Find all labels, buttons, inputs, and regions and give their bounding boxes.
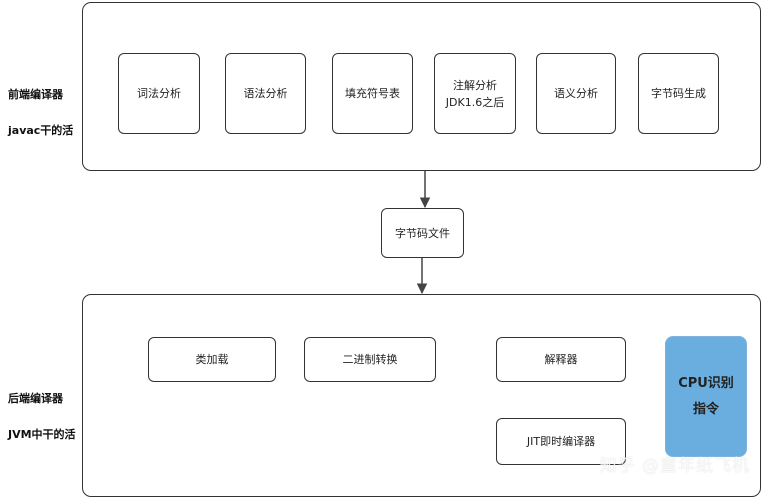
node-jit-compiler: JIT即时编译器: [496, 418, 626, 465]
node-binary-conversion-label: 二进制转换: [342, 353, 398, 366]
node-syntax-analysis: 语法分析: [225, 53, 306, 134]
node-annotation-label-line1: 注解分析: [453, 78, 497, 92]
node-symbol-table: 填充符号表: [332, 53, 413, 134]
node-interpreter-label: 解释器: [544, 353, 578, 366]
frontend-label-line2: javac干的活: [8, 124, 74, 137]
node-binary-conversion: 二进制转换: [304, 337, 436, 382]
frontend-label: 前端编译器 javac干的活: [8, 68, 73, 158]
node-jit-compiler-label: JIT即时编译器: [526, 435, 596, 448]
node-cpu-label-line2: 指令: [692, 401, 719, 417]
backend-label-line1: 后端编译器: [8, 392, 63, 405]
node-class-loading: 类加载: [148, 337, 276, 382]
node-cpu-label-line1: CPU识别: [678, 375, 734, 391]
node-semantic-analysis: 语义分析: [536, 53, 616, 134]
backend-label: 后端编译器 JVM中干的活: [8, 372, 76, 462]
node-bytecode-file-label: 字节码文件: [395, 226, 450, 240]
node-annotation-analysis: 注解分析 JDK1.6之后: [434, 53, 516, 134]
node-lexical-analysis-label: 词法分析: [137, 87, 181, 100]
node-annotation-label-line2: JDK1.6之后: [445, 95, 505, 109]
node-semantic-analysis-label: 语义分析: [554, 87, 598, 100]
node-cpu-instructions: CPU识别 指令: [665, 336, 747, 457]
node-bytecode-generation: 字节码生成: [638, 53, 719, 134]
node-interpreter: 解释器: [496, 337, 626, 382]
frontend-label-line1: 前端编译器: [8, 88, 63, 101]
node-lexical-analysis: 词法分析: [118, 53, 200, 134]
node-syntax-analysis-label: 语法分析: [243, 87, 288, 100]
backend-group: [82, 294, 761, 497]
node-bytecode-file: 字节码文件: [381, 208, 464, 258]
backend-label-line2: JVM中干的活: [8, 428, 76, 441]
watermark: 知乎 @童年纸飞机: [599, 456, 750, 476]
node-class-loading-label: 类加载: [195, 353, 229, 366]
node-symbol-table-label: 填充符号表: [345, 87, 400, 100]
node-bytecode-generation-label: 字节码生成: [651, 87, 706, 100]
